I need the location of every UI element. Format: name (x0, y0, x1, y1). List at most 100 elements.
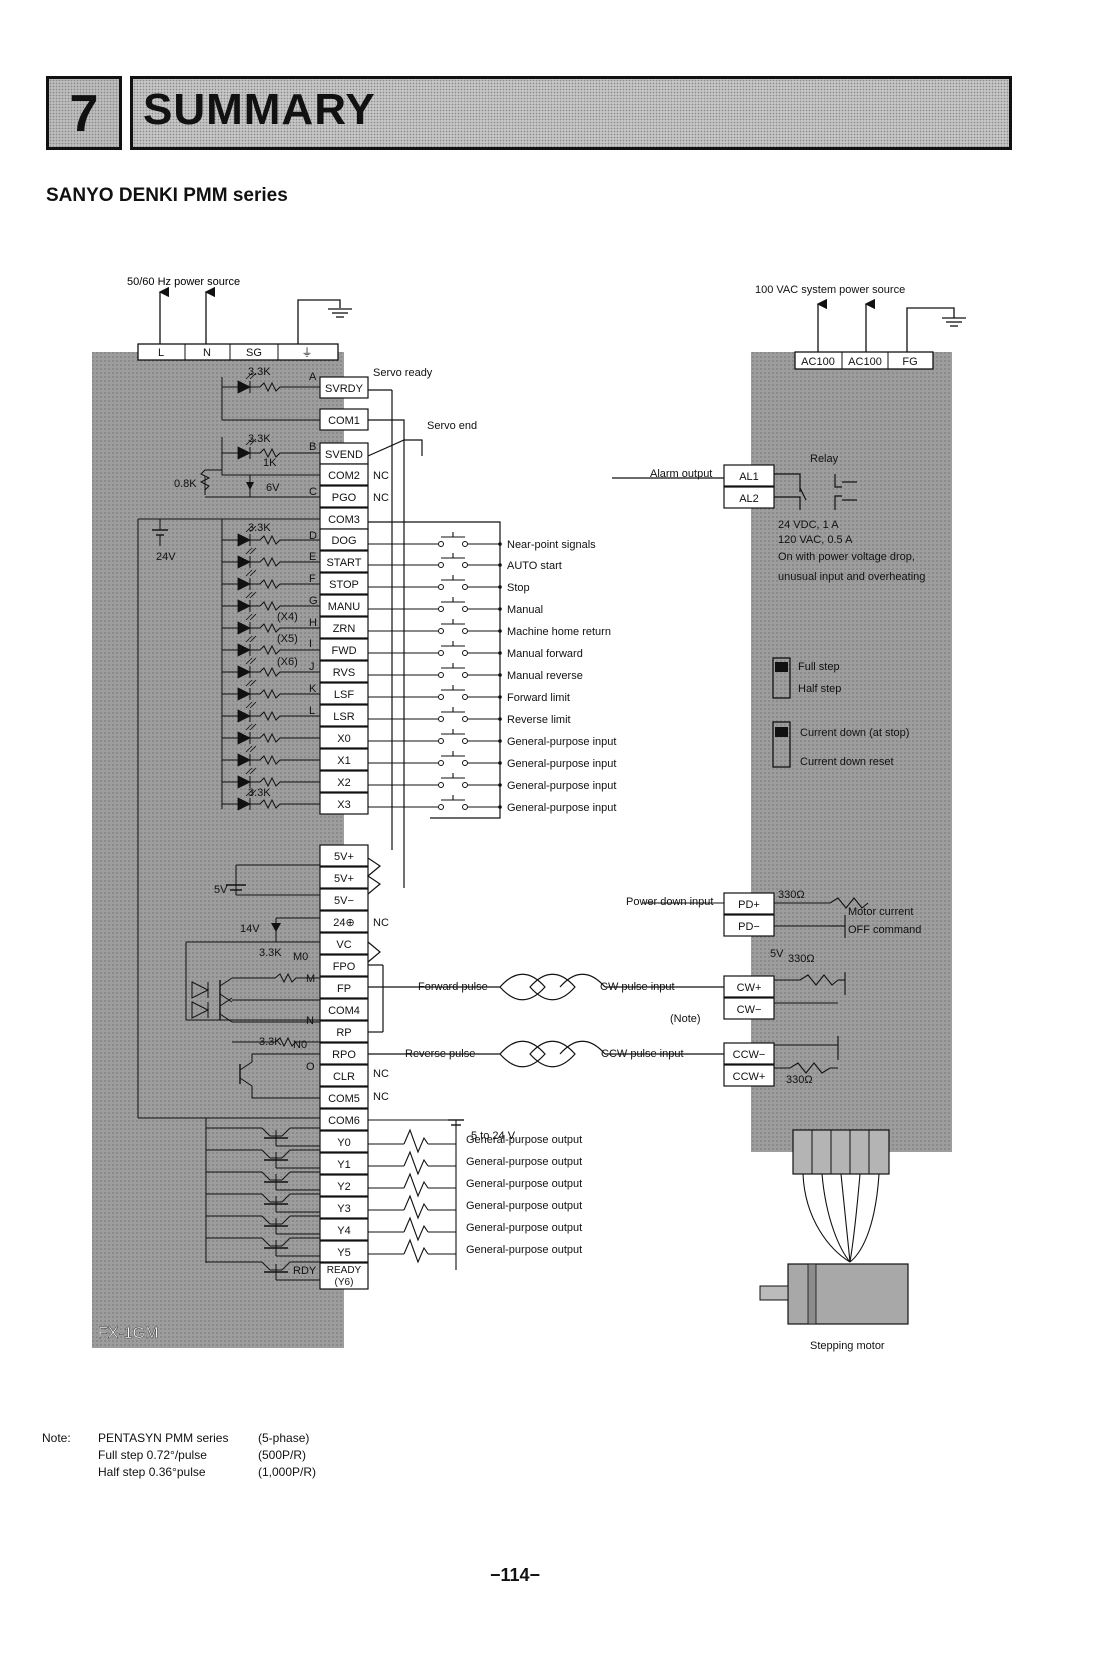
input-switch[interactable] (368, 773, 502, 788)
cw-pulse-input-label: CW pulse input (600, 981, 675, 993)
input-circuit (222, 438, 320, 460)
svg-text:COM4: COM4 (328, 1005, 360, 1017)
zener-label: 6V (266, 482, 280, 494)
chapter-number-box: 7 (46, 76, 122, 150)
stepping-motor-label: Stepping motor (810, 1340, 885, 1352)
power-terminal-label: N (203, 347, 211, 359)
output-signal-label: General-purpose output (466, 1200, 582, 1212)
terminal-x1: X1 (319, 748, 369, 771)
input-circuit (222, 745, 320, 767)
svg-text:Y5: Y5 (337, 1247, 350, 1259)
terminal-com2: COM2 (319, 463, 369, 486)
svg-text:READY: READY (327, 1265, 362, 1276)
note-line: Full step 0.72°/pulse (98, 1448, 207, 1462)
driver-terminal: PD+ (723, 892, 775, 915)
output-transistor (206, 1261, 320, 1281)
terminal-x0: X0 (319, 726, 369, 749)
input-switch[interactable] (368, 532, 502, 547)
input-switch[interactable] (368, 729, 502, 744)
terminal-svrdy: SVRDY (319, 376, 369, 399)
pin-letter: M0 (293, 951, 308, 963)
driver-5v-label: 5V (770, 948, 784, 960)
input-circuit (222, 525, 320, 547)
output-transistor (206, 1193, 320, 1213)
note-reference: (Note) (670, 1013, 701, 1025)
svg-text:COM3: COM3 (328, 514, 360, 526)
input-switch[interactable] (368, 707, 502, 722)
terminal-com3: COM3 (319, 507, 369, 530)
svg-text:(Y6): (Y6) (335, 1277, 354, 1288)
input-switch[interactable] (368, 641, 502, 656)
input-circuit (222, 635, 320, 657)
input-switch[interactable] (368, 685, 502, 700)
nc-labels: NC NC NC NC NC (373, 470, 389, 1103)
input-switch[interactable] (368, 751, 502, 766)
terminal-com6: COM6 (319, 1108, 369, 1131)
input-signal-label: General-purpose input (507, 780, 616, 792)
servo-end-label: Servo end (427, 420, 477, 432)
pin-letter: G (309, 595, 318, 607)
input-signal-label: Near-point signals (507, 539, 596, 551)
svg-text:COM5: COM5 (328, 1093, 360, 1105)
left-power-source-label: 50/60 Hz power source (127, 276, 240, 288)
input-signal-label: Machine home return (507, 626, 611, 638)
alarm-spec-line: 24 VDC, 1 A (778, 519, 839, 531)
note-line: PENTASYN PMM series (98, 1431, 229, 1445)
svg-text:CCW+: CCW+ (733, 1071, 766, 1083)
power-terminal-label: FG (902, 356, 917, 368)
driver-terminal: AL2 (723, 486, 775, 509)
fx1gm-unit-label: FX-1GM (98, 1325, 158, 1342)
resistor-label: 0.8K (174, 478, 197, 490)
input-switch[interactable] (368, 663, 502, 678)
pin-letter: D (309, 530, 317, 542)
terminal-fwd: FWD (319, 638, 369, 661)
terminal-y1: Y1 (319, 1152, 369, 1175)
output-signal-label: General-purpose output (466, 1244, 582, 1256)
svg-text:X1: X1 (337, 755, 350, 767)
terminal-y5: Y5 (319, 1240, 369, 1263)
resistor-label: 3.3K (259, 947, 282, 959)
power-terminal-label: AC100 (848, 356, 882, 368)
stepping-motor (759, 1129, 909, 1325)
output-load (368, 1128, 456, 1154)
input-signal-label: Forward limit (507, 692, 570, 704)
input-switch[interactable] (368, 575, 502, 590)
input-switch[interactable] (368, 795, 502, 810)
alarm-relay (612, 473, 857, 510)
pin-letter: K (309, 683, 317, 695)
input-switch[interactable] (368, 553, 502, 568)
svg-text:FPO: FPO (333, 961, 356, 973)
terminal-zrn: ZRN (319, 616, 369, 639)
step-mode-switch[interactable] (772, 657, 791, 699)
input-switch[interactable] (368, 597, 502, 612)
terminal-lsr: LSR (319, 704, 369, 727)
driver-terminal: CW+ (723, 975, 775, 998)
current-down-switch[interactable] (772, 721, 791, 768)
output-load (368, 1194, 456, 1220)
input-signal-label: Reverse limit (507, 714, 571, 726)
pin-letter: C (309, 486, 317, 498)
svg-text:START: START (326, 557, 361, 569)
terminal-rpo: RPO (319, 1042, 369, 1065)
input-switch[interactable] (368, 619, 502, 634)
chapter-title: SUMMARY (143, 85, 376, 134)
power-terminal-label: L (158, 347, 164, 359)
input-circuit (222, 767, 320, 789)
terminal-5v-: 5V+ (319, 844, 369, 867)
terminal-y4: Y4 (319, 1218, 369, 1241)
output-load (368, 1238, 456, 1264)
page-number: −114− (490, 1565, 541, 1585)
output-supply-label: 5 to 24 V (471, 1130, 516, 1142)
terminal-y3: Y3 (319, 1196, 369, 1219)
nc-label: NC (373, 492, 389, 504)
terminal-com5: COM5 (319, 1086, 369, 1109)
input-circuit (222, 613, 320, 635)
svg-text:Y1: Y1 (337, 1159, 350, 1171)
nc-label: NC (373, 917, 389, 929)
alt-input-label: (X4) (277, 611, 298, 623)
terminal-pgo: PGO (319, 485, 369, 508)
servo-ready-label: Servo ready (373, 367, 433, 379)
